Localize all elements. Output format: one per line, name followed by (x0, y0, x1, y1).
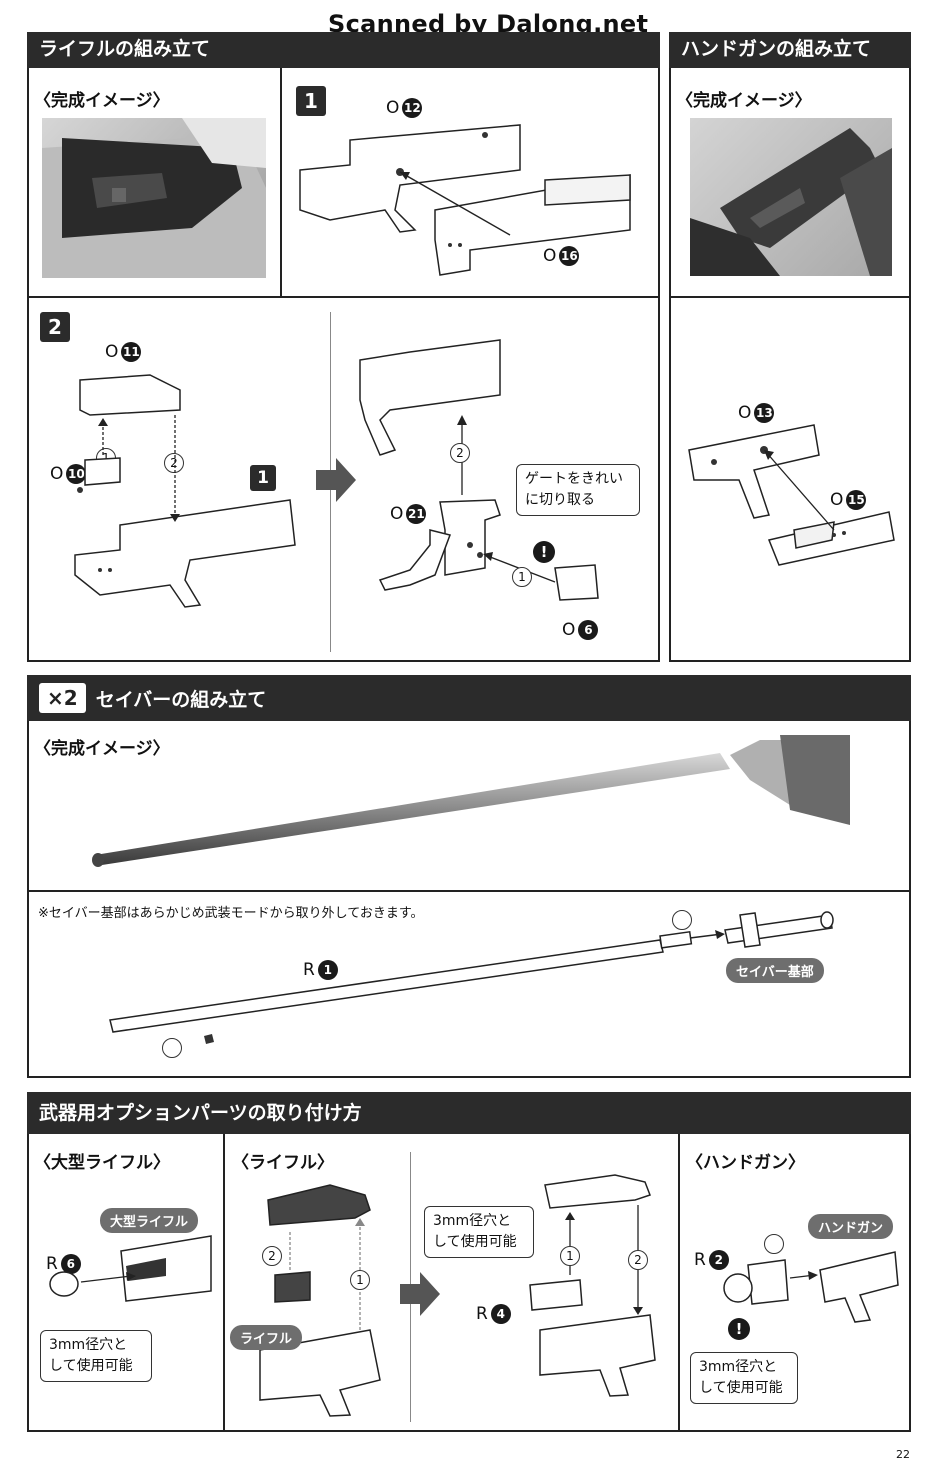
cut-icon-3 (764, 1234, 784, 1254)
saber-assembly-diagram (109, 911, 834, 1044)
saber-section-title: セイバーの組み立て (95, 688, 267, 711)
order-marker-1b: 1 (512, 567, 532, 587)
large-rifle-note: 3mm径穴と して使用可能 (40, 1330, 152, 1382)
options-divider-2 (678, 1134, 680, 1432)
rifle-option-label: 〈ライフル〉 (232, 1153, 334, 1173)
handgun-option-diagram (723, 1251, 899, 1323)
rifle-option-order-1: 1 (350, 1270, 370, 1290)
handgun-option-note-line1: 3mm径穴と (699, 1359, 778, 1375)
saber-image-label: 〈完成イメージ〉 (34, 739, 170, 759)
next-arrow (316, 458, 356, 502)
saber-note: ※セイバー基部はあらかじめ武装モードから取り外しておきます。 (38, 906, 424, 921)
saber-multiplier: ×2 (39, 683, 86, 713)
rifle-step2-inset-number: 1 (250, 465, 276, 491)
caution-icon-2: ! (728, 1318, 750, 1340)
saber-base-tag: セイバー基部 (726, 958, 824, 983)
rifle-option-order-1b: 1 (560, 1246, 580, 1266)
rifle-option-note-line2: して使用可能 (433, 1234, 517, 1250)
handgun-photo-shape (690, 128, 892, 276)
rifle-photo-shape (42, 118, 266, 278)
order-marker-2: 2 (164, 453, 184, 473)
rifle-section-title: ライフルの組み立て (27, 32, 660, 68)
large-rifle-label: 〈大型ライフル〉 (34, 1153, 170, 1173)
handgun-step-diagram (688, 424, 895, 566)
rifle-image-label: 〈完成イメージ〉 (34, 91, 170, 111)
page-number: 22 (896, 1448, 910, 1461)
rifle-completed-photo (42, 118, 266, 278)
rifle-option-diagram-left (259, 1184, 381, 1417)
handgun-row-divider (669, 296, 911, 298)
rifle-option-order-2b: 2 (628, 1250, 648, 1270)
rifle-option-diagram-right (529, 1174, 656, 1397)
gate-callout-line1: ゲートをきれい (525, 471, 623, 487)
large-rifle-tag: 大型ライフル (100, 1208, 199, 1233)
options-divider-1 (223, 1134, 225, 1432)
handgun-completed-photo (690, 118, 892, 276)
rifle-step2-number: 2 (40, 312, 70, 342)
rifle-step2-right-diagram (359, 339, 599, 601)
handgun-option-note: 3mm径穴と して使用可能 (690, 1352, 798, 1404)
order-marker-2b: 2 (450, 443, 470, 463)
handgun-option-note-line2: して使用可能 (699, 1380, 783, 1396)
rifle-step1-diagram (299, 124, 631, 276)
rifle-step2-left-diagram (74, 374, 296, 608)
options-section-title: 武器用オプションパーツの取り付け方 (27, 1092, 911, 1134)
cut-icon (672, 910, 692, 930)
cut-icon-2 (162, 1038, 182, 1058)
rifle-image-divider (280, 68, 282, 298)
gate-callout-line2: に切り取る (525, 492, 595, 508)
rifle-option-note: 3mm径穴と して使用可能 (424, 1206, 534, 1258)
rifle-option-tag: ライフル (230, 1325, 303, 1350)
large-rifle-diagram (49, 1235, 212, 1302)
caution-icon: ! (533, 541, 555, 563)
gate-callout: ゲートをきれい に切り取る (516, 464, 640, 516)
rifle-option-note-line1: 3mm径穴と (433, 1213, 512, 1229)
saber-completed-photo (92, 735, 850, 867)
handgun-image-label: 〈完成イメージ〉 (676, 91, 812, 111)
large-rifle-note-line2: して使用可能 (49, 1358, 133, 1374)
rifle-step1-number: 1 (296, 86, 326, 116)
handgun-option-label: 〈ハンドガン〉 (686, 1153, 805, 1173)
rifle-option-arrow (400, 1272, 440, 1316)
handgun-option-tag: ハンドガン (808, 1214, 894, 1239)
saber-section-header: ×2 セイバーの組み立て (27, 675, 911, 721)
rifle-option-order-2: 2 (262, 1246, 282, 1266)
handgun-section-title: ハンドガンの組み立て (669, 32, 911, 68)
large-rifle-note-line1: 3mm径穴と (49, 1337, 128, 1353)
saber-row-divider (27, 890, 911, 892)
rifle-row-divider (27, 296, 660, 298)
